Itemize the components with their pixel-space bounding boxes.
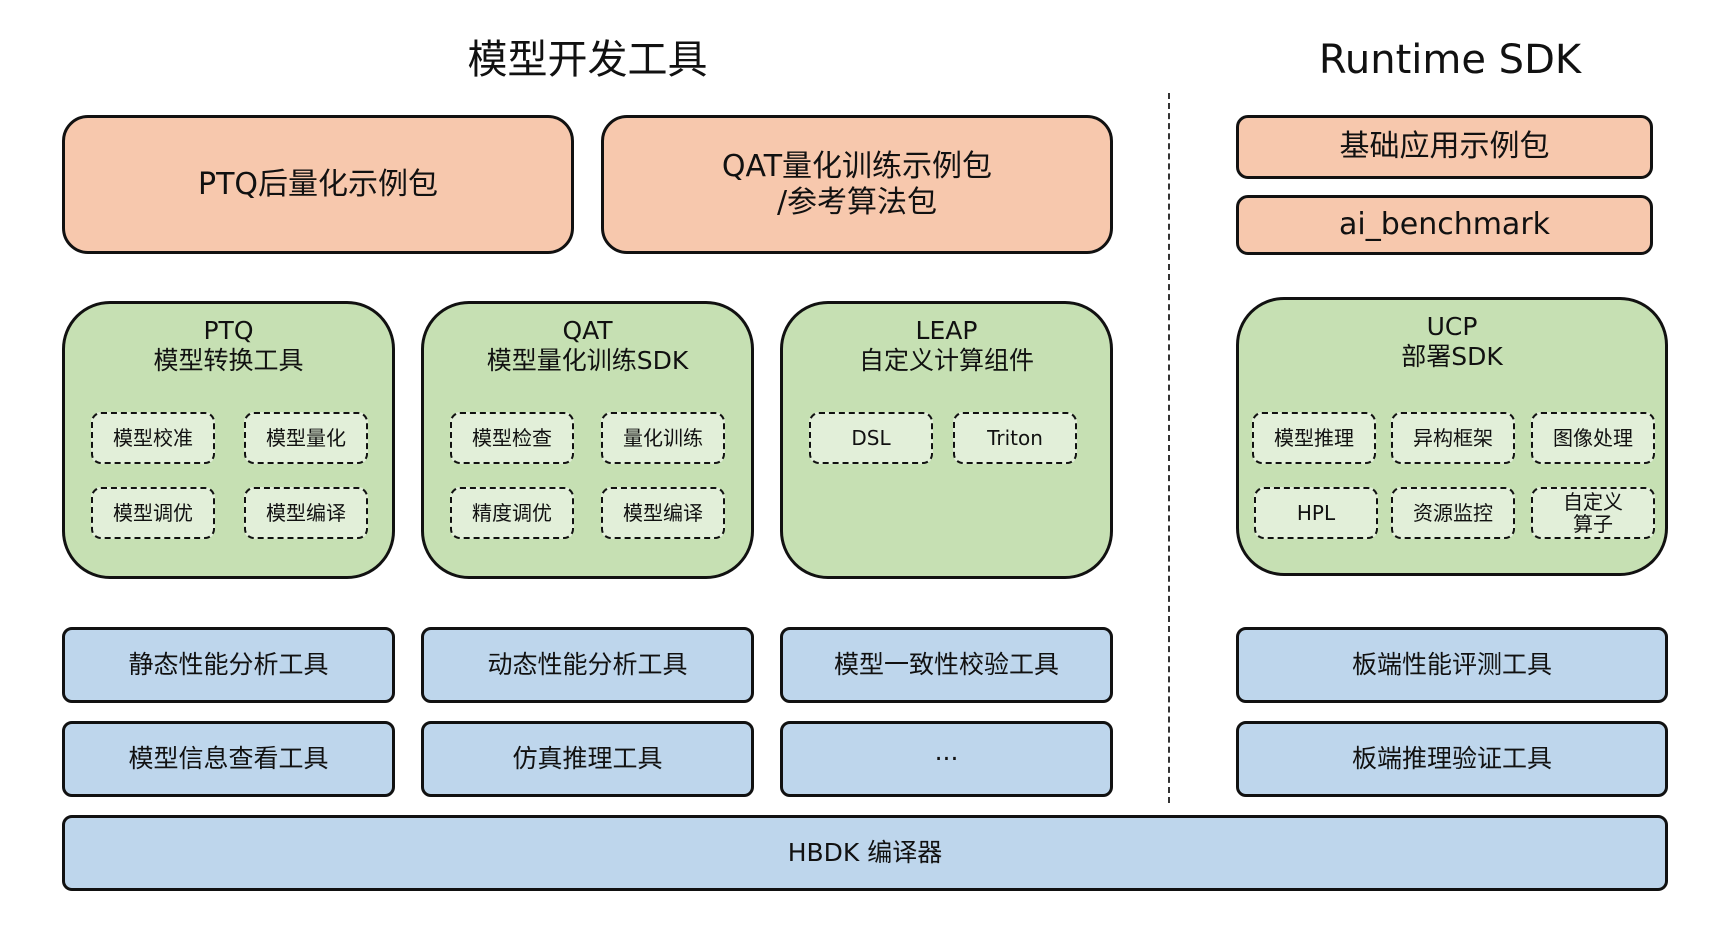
- qat-group-title-line2: 模型量化训练SDK: [486, 346, 689, 375]
- chip-model-tuning: 模型调优: [91, 487, 215, 539]
- dev-tools-title: 模型开发工具: [467, 37, 708, 83]
- qat-group-title-line1: QAT: [562, 316, 613, 345]
- more-tools-ellipsis-label: ···: [934, 744, 959, 773]
- board-perf-eval-tool: 板端性能评测工具: [1236, 627, 1668, 703]
- simulation-inference-tool-label: 仿真推理工具: [512, 744, 663, 773]
- chip-model-check: 模型检查: [450, 412, 574, 464]
- more-tools-ellipsis: ···: [780, 721, 1113, 797]
- model-consistency-check-tool-label: 模型一致性校验工具: [833, 650, 1059, 679]
- ptq-group-title-line1: PTQ: [203, 316, 254, 345]
- dynamic-perf-analysis-tool-label: 动态性能分析工具: [487, 650, 688, 679]
- hbdk-compiler-label: HBDK 编译器: [787, 838, 943, 867]
- chip-dsl: DSL: [809, 412, 933, 464]
- chip-model-inference: 模型推理: [1252, 412, 1376, 464]
- chip-custom-operator-line1: 自定义: [1563, 490, 1623, 514]
- chip-quant-training: 量化训练: [601, 412, 725, 464]
- chip-triton: Triton: [953, 412, 1077, 464]
- chip-resource-monitor: 资源监控: [1391, 487, 1515, 539]
- ptq-example-package: PTQ后量化示例包: [62, 115, 574, 254]
- chip-image-processing: 图像处理: [1531, 412, 1655, 464]
- chip-model-quantization: 模型量化: [244, 412, 368, 464]
- ptq-group-title-line2: 模型转换工具: [153, 346, 304, 375]
- chip-model-compile: 模型编译: [244, 487, 368, 539]
- chip-custom-operator: 自定义 算子: [1531, 487, 1655, 539]
- ucp-deploy-group: UCP 部署SDK 模型推理 异构框架 图像处理 HPL 资源监控 自定义 算子: [1236, 297, 1668, 576]
- ptq-example-package-label: PTQ后量化示例包: [197, 166, 439, 202]
- model-consistency-check-tool: 模型一致性校验工具: [780, 627, 1113, 703]
- leap-group-title-line1: LEAP: [915, 316, 978, 345]
- section-divider: [1168, 93, 1170, 803]
- ai-benchmark-package: ai_benchmark: [1236, 195, 1653, 255]
- ptq-tool-group: PTQ 模型转换工具 模型校准 模型量化 模型调优 模型编译: [62, 301, 395, 579]
- chip-custom-operator-line2: 算子: [1573, 512, 1613, 536]
- qat-example-package: QAT量化训练示例包 /参考算法包: [601, 115, 1113, 254]
- board-perf-eval-tool-label: 板端性能评测工具: [1351, 650, 1552, 679]
- ai-benchmark-package-label: ai_benchmark: [1338, 207, 1551, 242]
- board-inference-verify-tool: 板端推理验证工具: [1236, 721, 1668, 797]
- chip-qat-model-compile: 模型编译: [601, 487, 725, 539]
- runtime-sdk-title: Runtime SDK: [1318, 37, 1582, 83]
- basic-example-package: 基础应用示例包: [1236, 115, 1653, 179]
- qat-tool-group: QAT 模型量化训练SDK 模型检查 量化训练 精度调优 模型编译: [421, 301, 754, 579]
- static-perf-analysis-tool-label: 静态性能分析工具: [128, 650, 329, 679]
- chip-model-calibration: 模型校准: [91, 412, 215, 464]
- chip-hetero-framework: 异构框架: [1391, 412, 1515, 464]
- leap-group-title-line2: 自定义计算组件: [858, 346, 1034, 375]
- dynamic-perf-analysis-tool: 动态性能分析工具: [421, 627, 754, 703]
- model-info-view-tool: 模型信息查看工具: [62, 721, 395, 797]
- ucp-group-title-line1: UCP: [1426, 312, 1478, 341]
- chip-precision-tuning: 精度调优: [450, 487, 574, 539]
- ucp-group-title-line2: 部署SDK: [1401, 342, 1503, 371]
- model-info-view-tool-label: 模型信息查看工具: [128, 744, 329, 773]
- hbdk-compiler: HBDK 编译器: [62, 815, 1668, 891]
- qat-example-package-label-line2: /参考算法包: [776, 184, 938, 220]
- chip-hpl: HPL: [1254, 487, 1378, 539]
- qat-example-package-label-line1: QAT量化训练示例包: [721, 148, 993, 184]
- board-inference-verify-tool-label: 板端推理验证工具: [1351, 744, 1552, 773]
- simulation-inference-tool: 仿真推理工具: [421, 721, 754, 797]
- leap-tool-group: LEAP 自定义计算组件 DSL Triton: [780, 301, 1113, 579]
- basic-example-package-label: 基础应用示例包: [1339, 129, 1550, 164]
- static-perf-analysis-tool: 静态性能分析工具: [62, 627, 395, 703]
